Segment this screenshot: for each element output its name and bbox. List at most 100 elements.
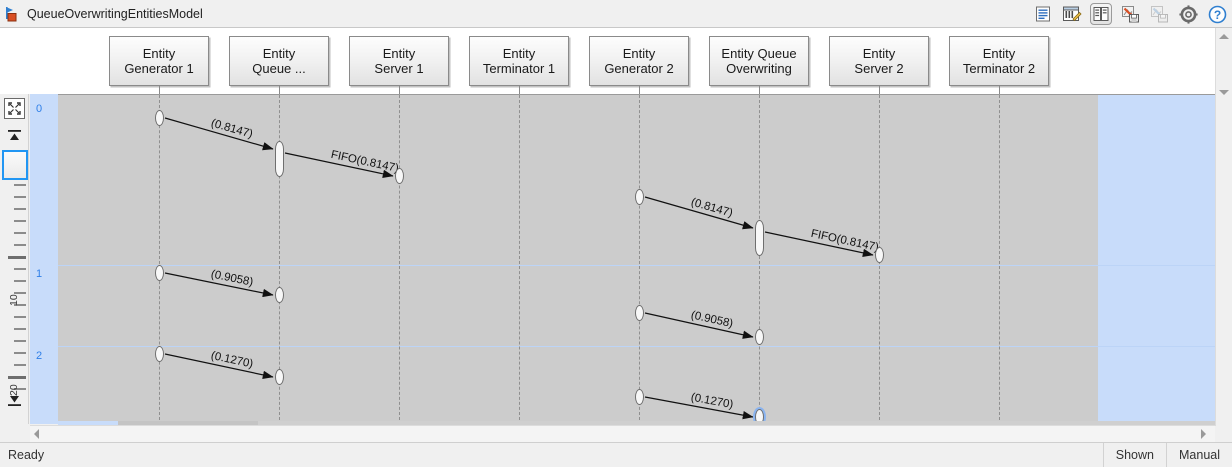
collapse-up-icon[interactable] [4,125,25,146]
activation-marker-gen1-r0[interactable] [154,110,164,126]
activation-marker-queue2-r1[interactable] [754,329,764,345]
ruler-tick [14,232,26,234]
row-label-0: 0 [36,103,43,115]
lifeline-label-line2: Overwriting [726,61,792,76]
lifeline-label-line1: Entity [982,45,1016,61]
horizontal-scrollbar[interactable] [30,425,1215,442]
toolbar: ? [1032,0,1228,28]
lifeline-stub-entity-server-1 [399,86,400,94]
lifeline-entity-terminator-2 [999,95,1000,424]
lifeline-label-line1: Entity [502,45,536,61]
activation-marker-gen2-r0[interactable] [634,189,644,205]
lifeline-label-line2: Generator 2 [604,61,674,76]
svg-text:?: ? [1213,8,1220,22]
lifeline-stub-entity-generator-1 [159,86,160,94]
ruler-label-20: 20 [8,384,20,396]
ruler-tick [14,388,26,390]
sequence-diagram-canvas[interactable]: (0.8147)FIFO(0.8147)(0.8147)FIFO(0.8147)… [58,94,1215,424]
zoom-slider[interactable] [2,150,28,390]
lifeline-label-line2: Terminator 1 [482,61,556,76]
ruler-tick [14,268,26,270]
status-right-group: Shown Manual [1102,443,1232,467]
edit-properties-icon[interactable] [1061,3,1083,25]
activation-marker-server2-r0[interactable] [874,247,884,263]
lifeline-entity-generator-2 [639,95,640,424]
lifeline-entity-queue [279,95,280,424]
row-divider [58,346,1215,347]
ruler-tick [14,304,26,306]
lifeline-label-line1: Entity [262,45,296,61]
activation-marker-server1-r0[interactable] [394,168,404,184]
scroll-right-arrow-icon[interactable] [1201,429,1211,440]
activation-marker-queue2-r2[interactable] [754,409,764,424]
title-bar: QueueOverwritingEntitiesModel [0,0,1232,28]
activation-marker-queue-r1[interactable] [274,287,284,303]
activation-marker-queue-r0[interactable] [274,141,284,177]
ruler-tick [14,244,26,246]
status-message: Ready [8,448,45,462]
save-snapshot-icon[interactable] [1148,3,1170,25]
ruler-tick [8,256,26,259]
compare-runs-icon[interactable] [1090,3,1112,25]
activation-marker-gen2-r1[interactable] [634,305,644,321]
expand-down-icon[interactable] [4,390,25,411]
ruler-tick [8,376,26,379]
diagram-plot-area [58,95,1098,424]
activation-marker-gen2-r2[interactable] [634,389,644,405]
ruler-tick [14,364,26,366]
status-update-mode[interactable]: Manual [1166,443,1232,467]
activation-marker-gen1-r2[interactable] [154,346,164,362]
model-entity-icon [3,4,23,24]
lifeline-label-line2: Server 1 [374,61,424,76]
settings-gear-icon[interactable] [1177,3,1199,25]
ruler-tick [14,280,26,282]
ruler-tick [14,292,26,294]
lifeline-label-line1: Entity [622,45,656,61]
ruler-tick [14,184,26,186]
scroll-up-arrow-icon[interactable] [1219,34,1230,44]
lifeline-label-line1: Entity [862,45,896,61]
ruler-tick [14,208,26,210]
lifeline-stub-entity-queue [279,86,280,94]
lifeline-entity-terminator-1 [519,95,520,424]
row-divider [58,265,1215,266]
export-diagram-icon[interactable] [1119,3,1141,25]
lifeline-stub-entity-generator-2 [639,86,640,94]
lifeline-stub-entity-queue-overwriting [759,86,760,94]
lifeline-stub-entity-terminator-2 [999,86,1000,94]
lifeline-entity-queue-overwriting [759,95,760,424]
lifeline-label-line2: Terminator 2 [962,61,1036,76]
help-icon[interactable]: ? [1206,3,1228,25]
activation-marker-gen1-r1[interactable] [154,265,164,281]
lifeline-label-line2: Queue ... [252,61,306,76]
ruler-tick [14,220,26,222]
vertical-scrollbar[interactable] [1215,28,1232,426]
lifeline-label-line2: Server 2 [854,61,904,76]
lifeline-entity-generator-1 [159,95,160,424]
status-display-mode[interactable]: Shown [1102,443,1166,467]
activation-marker-queue2-r0[interactable] [754,220,764,256]
scroll-down-arrow-icon[interactable] [1219,90,1230,100]
show-legend-icon[interactable] [1032,3,1054,25]
fit-to-view-icon[interactable] [4,98,25,119]
zoom-slider-handle[interactable] [2,150,28,180]
lifeline-entity-server-1 [399,95,400,424]
scroll-left-arrow-icon[interactable] [34,429,44,440]
lifeline-stub-entity-terminator-1 [519,86,520,94]
window-title: QueueOverwritingEntitiesModel [27,6,203,21]
lifeline-stub-entity-server-2 [879,86,880,94]
activation-marker-queue-r2[interactable] [274,369,284,385]
lifeline-label-line1: Entity [382,45,416,61]
lifeline-label-line1: Entity [142,45,176,61]
